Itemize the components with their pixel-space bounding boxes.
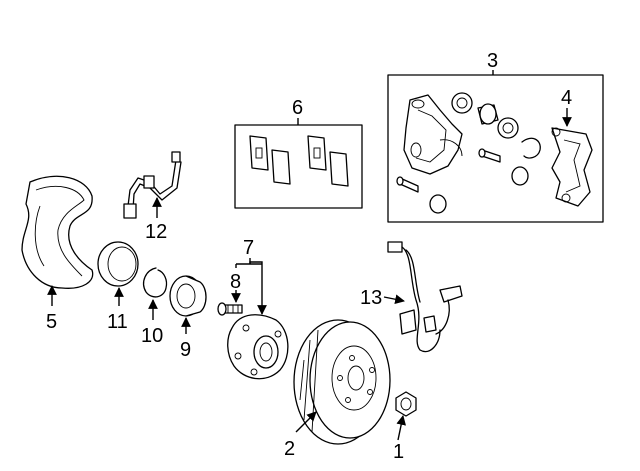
callout-labels: 1 2 3 4 5 6 7 8 9 10 11 12 13 [46,50,572,463]
wheel-bearing [169,275,207,317]
leader-lines [47,108,572,441]
callout-2: 2 [284,438,295,460]
caliper-body [403,94,463,175]
callout-10: 10 [141,325,163,347]
callout-3: 3 [487,50,498,72]
caliper-small-parts [396,92,541,214]
callout-6: 6 [292,97,303,119]
callout-8: 8 [230,271,241,293]
callout-4: 4 [561,87,572,109]
callout-11: 11 [107,311,128,333]
callout-5: 5 [46,311,57,333]
splash-shield [21,175,94,289]
caliper-support-bracket [551,127,593,207]
brake-hose [123,151,182,219]
callout-13: 13 [360,287,382,309]
caliper-assembly-box [387,70,604,223]
hub [227,314,289,380]
wheel-stud [217,302,243,316]
dust-seal [97,241,139,287]
abs-sensor [387,241,463,353]
hub-nut [395,391,417,417]
callout-1: 1 [393,441,404,463]
callout-7: 7 [243,237,254,259]
callout-12: 12 [145,221,167,243]
callout-9: 9 [180,339,191,361]
snap-ring [142,267,168,298]
brake-pads-box [234,118,363,209]
brake-rotor [293,319,391,445]
brake-pads [249,135,349,187]
